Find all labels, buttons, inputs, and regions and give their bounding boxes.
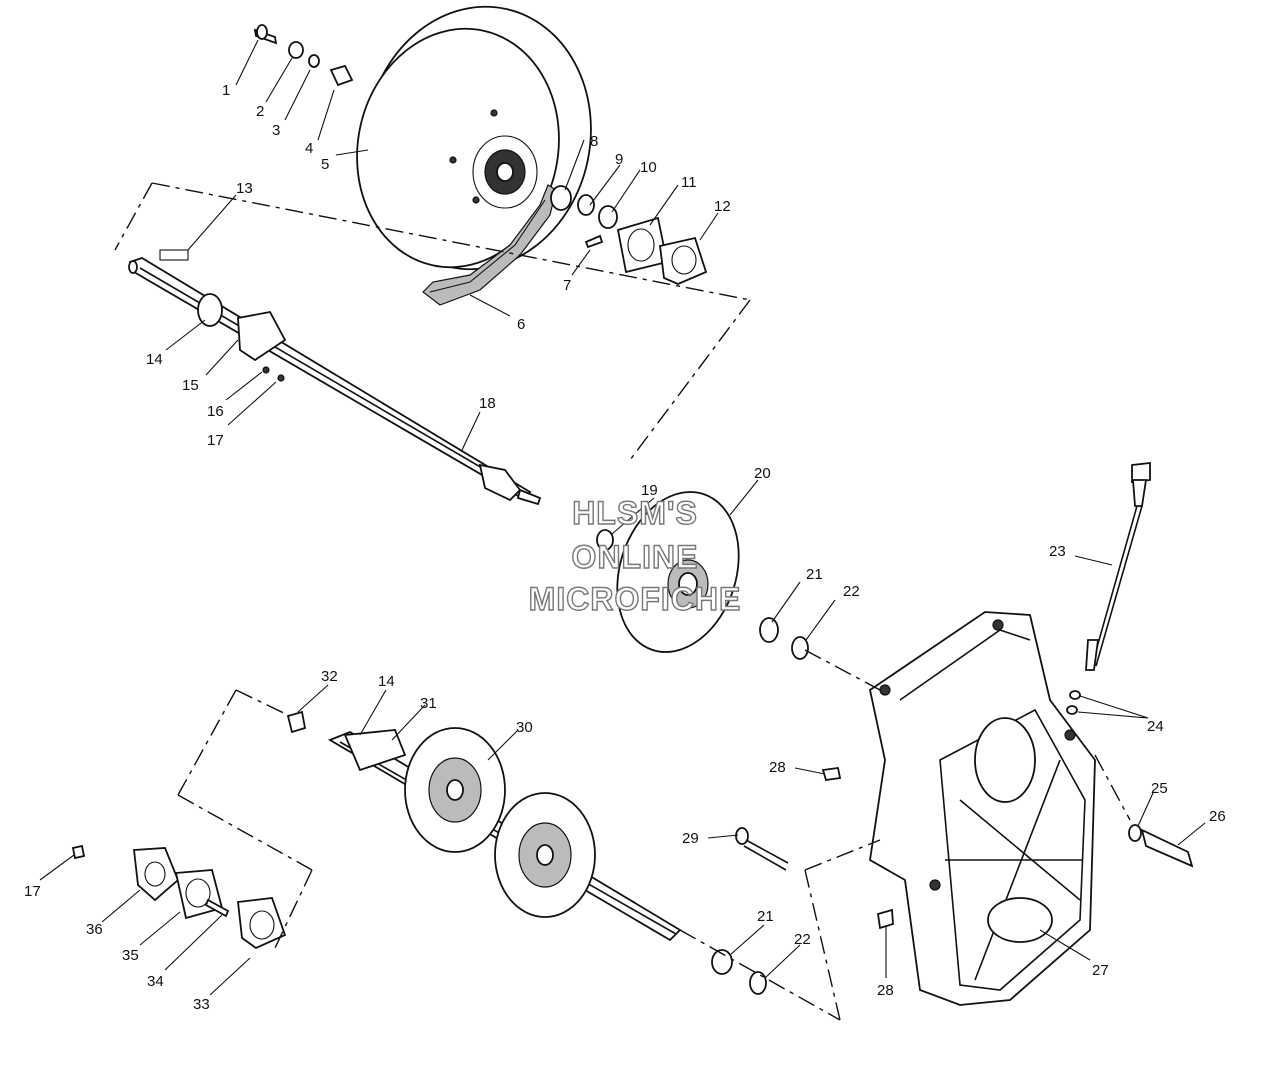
callout-21-lower: 21 — [757, 908, 774, 925]
label-decal-part-13 — [159, 249, 189, 261]
callout-7: 7 — [563, 277, 572, 294]
callout-34: 34 — [147, 973, 164, 990]
callout-25: 25 — [1151, 780, 1168, 797]
oring-part-19 — [596, 529, 614, 551]
lower-right-dashed-outline — [679, 839, 881, 1021]
callout-11: 11 — [681, 174, 697, 191]
brake-disc-part-20 — [616, 491, 740, 653]
callout-28-lower: 28 — [877, 982, 894, 999]
washer-part-24b — [1066, 705, 1078, 715]
callout-15: 15 — [182, 377, 199, 394]
callout-24: 24 — [1147, 718, 1164, 735]
callout-9: 9 — [615, 151, 624, 168]
callout-12: 12 — [714, 198, 731, 215]
dipstick-part-23 — [1085, 461, 1151, 671]
callout-22-lower: 22 — [794, 931, 811, 948]
callout-23: 23 — [1049, 543, 1066, 560]
driven-sprocket-part-5 — [356, 5, 592, 271]
driveshaft-part-30 — [327, 727, 682, 942]
callout-31: 31 — [420, 695, 437, 712]
washer-part-25 — [1128, 824, 1142, 842]
callout-17-lower: 17 — [24, 883, 41, 900]
track-sprocket-left — [404, 727, 506, 853]
callout-27: 27 — [1092, 962, 1109, 979]
chaincase-housing-part-27 — [868, 611, 1096, 1006]
leader-lines — [39, 39, 1206, 996]
watermark-line-1: HLSM'S — [571, 495, 698, 531]
callout-8: 8 — [590, 133, 599, 150]
callout-33: 33 — [193, 996, 210, 1013]
bearing-flanges-parts-33-36 — [71, 844, 287, 950]
seal-part-21-lower — [711, 949, 733, 975]
callout-17: 17 — [207, 432, 224, 449]
callout-14-lower: 14 — [378, 673, 395, 690]
callout-21: 21 — [806, 566, 823, 583]
oring-part-22-upper — [791, 636, 809, 660]
callout-14: 14 — [146, 351, 163, 368]
callout-2: 2 — [256, 103, 265, 120]
callout-5: 5 — [321, 156, 330, 173]
callout-20: 20 — [754, 465, 771, 482]
nut-part-28-upper — [821, 766, 842, 782]
right-dashed-outline — [804, 649, 1131, 821]
callout-19: 19 — [641, 482, 658, 499]
assembly-group-dashed-outline — [114, 182, 751, 461]
bearing-hardware-parts-7-12 — [550, 185, 708, 285]
callout-28-upper: 28 — [769, 759, 786, 776]
nut-part-28-lower — [876, 908, 894, 930]
seal-part-21-upper — [759, 617, 779, 643]
oring-part-22-lower — [749, 971, 767, 995]
callout-26: 26 — [1209, 808, 1226, 825]
callout-22: 22 — [843, 583, 860, 600]
nut-part-32 — [286, 710, 307, 734]
callout-3: 3 — [272, 122, 281, 139]
washer-part-24a — [1069, 690, 1081, 700]
callout-29: 29 — [682, 830, 699, 847]
watermark-line-2: ONLINE — [571, 539, 699, 575]
callout-6: 6 — [517, 316, 526, 333]
callout-32: 32 — [321, 668, 338, 685]
watermark-line-3: MICROFICHE — [528, 581, 742, 617]
bolt-part-29 — [735, 827, 789, 871]
callout-18: 18 — [479, 395, 496, 412]
callout-16: 16 — [207, 403, 224, 420]
lower-group-dashed-outline — [177, 689, 313, 949]
callout-35: 35 — [122, 947, 139, 964]
callout-4: 4 — [305, 140, 314, 157]
callout-30: 30 — [516, 719, 533, 736]
bolt-part-26 — [1140, 828, 1194, 868]
track-sprocket-right — [494, 792, 596, 918]
callout-13: 13 — [236, 180, 253, 197]
callout-10: 10 — [640, 159, 657, 176]
callout-1: 1 — [222, 82, 231, 99]
jackshaft-part-18 — [128, 257, 542, 506]
drive-chain-part-6 — [422, 184, 557, 306]
callout-36: 36 — [86, 921, 103, 938]
bolt-washers-parts-1-4 — [253, 24, 354, 87]
